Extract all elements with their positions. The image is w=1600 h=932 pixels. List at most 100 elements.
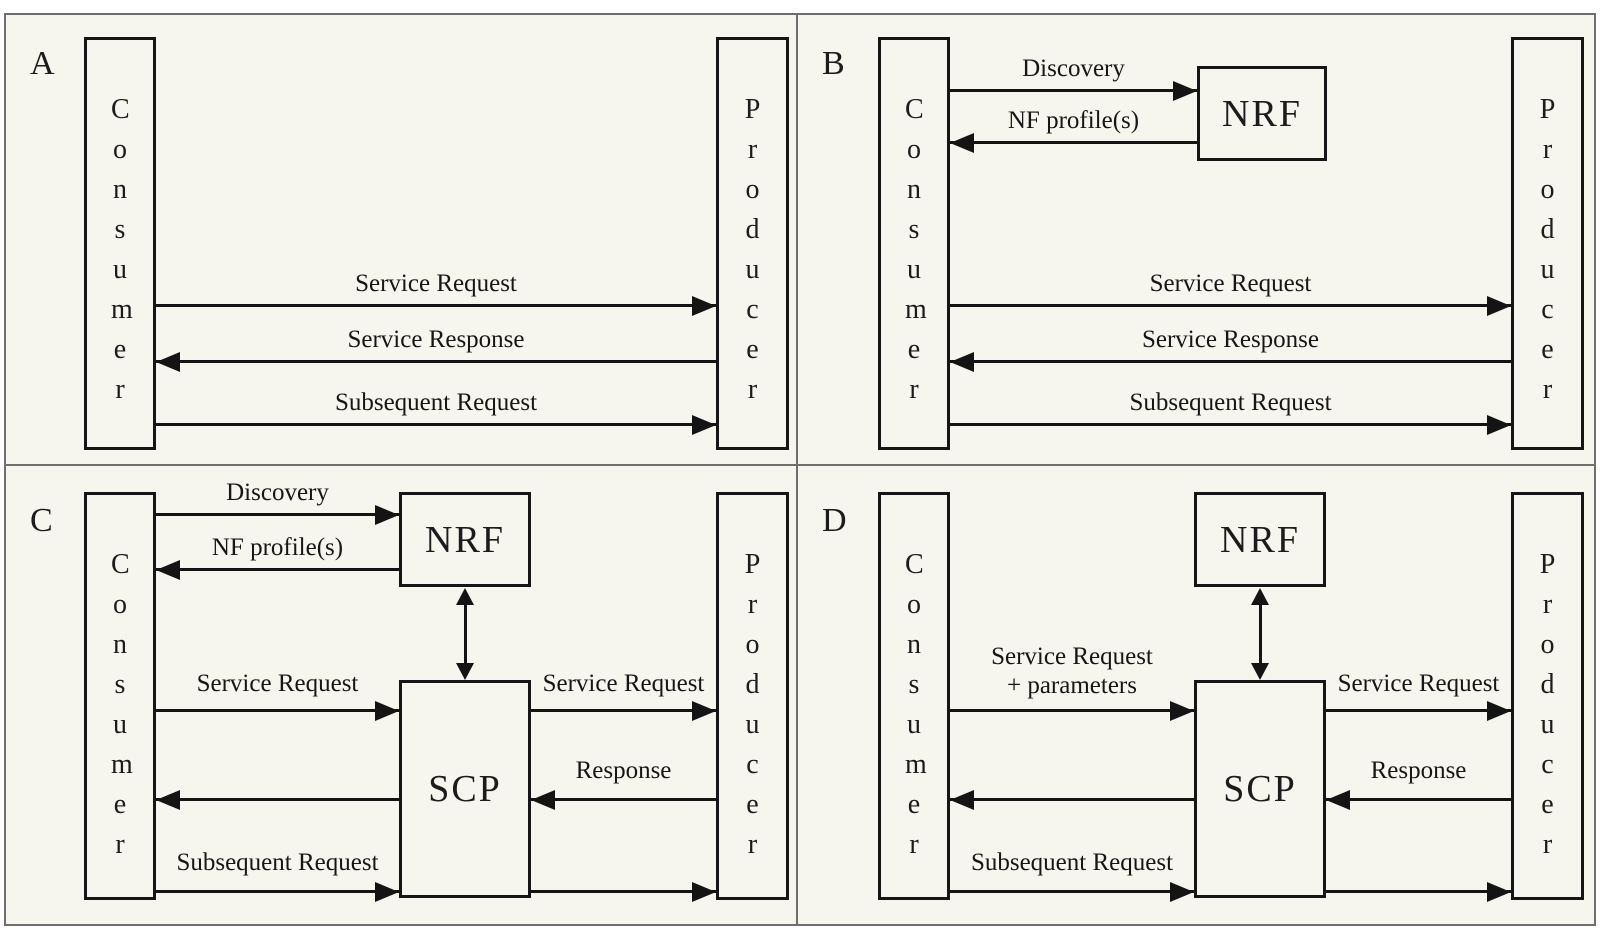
panel-a-producer-box: Producer [716,37,789,450]
panel-d-scp-label: SCP [1223,768,1297,810]
panel-d-service-request-to-producer-arrowhead-icon [1487,701,1511,721]
panel-d-response-scp-to-consumer-line [950,798,1194,801]
panel-b-service-request-label: Service Request [1149,270,1312,297]
panel-b-label: B [822,45,845,82]
panel-a-service-response-line [156,360,716,363]
panel-c-producer-box: Producer [716,492,789,900]
panel-a-service-response-label: Service Response [347,326,525,353]
panel-b-consumer-label: Consumer [905,94,927,405]
panel-c: C Consumer Producer NRF SCP Discovery NF… [4,464,798,926]
panel-c-subsequent-request-to-producer-line [531,890,716,893]
panel-a-subsequent-request-arrowhead-icon [692,415,716,435]
panel-b-nrf-box: NRF [1197,66,1327,161]
panel-d: D Consumer Producer NRF SCP Service Requ… [796,464,1596,926]
panel-c-nrf-label: NRF [425,518,505,561]
panel-b-consumer-box: Consumer [878,37,950,450]
panel-d-subsequent-request-to-producer-line [1326,890,1511,893]
panel-c-response-producer-to-scp-line [531,798,716,801]
panel-c-service-request-to-producer-arrowhead-icon [692,701,716,721]
panel-a-subsequent-request-line [156,423,716,426]
panel-a: A Consumer Producer Service Request Serv… [4,13,798,466]
panel-c-discovery-arrowhead-icon [375,505,399,525]
panel-c-service-request-to-scp-line [156,709,399,712]
panel-a-subsequent-request-label: Subsequent Request [334,389,538,416]
panel-d-service-request-params-arrowhead-icon [1170,701,1194,721]
panel-c-scp-box: SCP [399,680,531,898]
panel-a-service-request-line [156,304,716,307]
panel-d-nrf-box: NRF [1194,492,1326,587]
panel-d-response-producer-to-scp-arrowhead-icon [1326,790,1350,810]
panel-c-consumer-label: Consumer [111,549,133,860]
panel-d-consumer-label: Consumer [905,549,927,860]
panel-c-nrf-box: NRF [399,492,531,587]
panel-c-nrf-scp-arrow-down-icon [456,663,474,680]
panel-d-scp-box: SCP [1194,680,1326,898]
panel-d-nrf-scp-arrow-down-icon [1251,663,1269,680]
panel-d-consumer-box: Consumer [878,492,950,900]
panel-c-service-request-to-producer-label: Service Request [542,670,705,697]
panel-b-service-response-label: Service Response [1141,326,1320,353]
panel-d-service-request-to-producer-line [1326,709,1511,712]
panel-a-service-request-arrowhead-icon [692,296,716,316]
panel-d-subsequent-request-to-scp-arrowhead-icon [1170,882,1194,902]
panel-c-service-request-to-scp-label: Service Request [196,670,359,697]
panel-d-response-label: Response [1370,757,1467,784]
panel-b-discovery-arrowhead-icon [1173,81,1197,101]
panel-c-consumer-box: Consumer [84,492,156,900]
panel-b-service-request-line [950,304,1511,307]
panel-a-consumer-box: Consumer [84,37,156,450]
panel-d-producer-box: Producer [1511,492,1584,900]
panel-b-service-response-line [950,360,1511,363]
panel-a-producer-label: Producer [744,94,761,405]
panel-d-subsequent-request-label: Subsequent Request [970,849,1174,876]
panel-d-service-request-to-producer-label: Service Request [1337,670,1500,697]
panel-c-discovery-line [156,513,399,516]
panel-c-nrf-scp-line [464,602,467,666]
panel-b-discovery-label: Discovery [1022,55,1125,82]
panel-d-nrf-scp-arrow-up-icon [1251,588,1269,605]
panel-b-producer-box: Producer [1511,37,1584,450]
panel-c-response-scp-to-consumer-line [156,798,399,801]
panel-b: B Consumer Producer NRF Discovery NF pro… [796,13,1596,466]
panel-c-service-request-to-scp-arrowhead-icon [375,701,399,721]
panel-b-nf-profiles-label: NF profile(s) [1007,107,1140,134]
panel-a-label: A [30,45,55,82]
panel-d-response-scp-to-consumer-arrowhead-icon [950,790,974,810]
panel-c-label: C [30,502,53,539]
panel-d-response-producer-to-scp-line [1326,798,1511,801]
panel-b-subsequent-request-line [950,423,1511,426]
panel-c-subsequent-request-label: Subsequent Request [176,849,379,876]
panel-a-consumer-label: Consumer [111,94,133,405]
panel-c-subsequent-request-to-producer-arrowhead-icon [692,882,716,902]
panel-d-subsequent-request-to-producer-arrowhead-icon [1487,882,1511,902]
panel-d-nrf-scp-line [1259,602,1262,666]
panel-b-subsequent-request-arrowhead-icon [1487,415,1511,435]
panel-b-nrf-label: NRF [1222,92,1302,135]
panel-c-scp-label: SCP [428,768,502,810]
panel-b-subsequent-request-label: Subsequent Request [1129,389,1332,416]
panel-c-discovery-label: Discovery [226,479,329,506]
panel-d-label: D [822,502,847,539]
panel-b-service-request-arrowhead-icon [1487,296,1511,316]
panel-c-response-producer-to-scp-arrowhead-icon [531,790,555,810]
panel-d-service-request-params-label-line2: + parameters [1006,672,1137,699]
panel-c-subsequent-request-to-scp-arrowhead-icon [375,882,399,902]
panel-a-service-response-arrowhead-icon [156,352,180,372]
panel-c-response-scp-to-consumer-arrowhead-icon [156,790,180,810]
panel-b-nf-profiles-arrowhead-icon [950,133,974,153]
panel-b-discovery-line [950,89,1197,92]
panel-c-service-request-to-producer-line [531,709,716,712]
panel-c-nf-profiles-line [156,568,399,571]
panel-d-nrf-label: NRF [1220,518,1300,561]
panel-b-nf-profiles-line [950,141,1197,144]
panel-c-nrf-scp-arrow-up-icon [456,588,474,605]
panel-c-subsequent-request-to-scp-line [156,890,399,893]
panel-b-producer-label: Producer [1539,94,1556,405]
panel-d-service-request-params-line [950,709,1194,712]
panel-c-nf-profiles-arrowhead-icon [156,560,180,580]
panel-c-producer-label: Producer [744,549,761,860]
panel-a-service-request-label: Service Request [355,270,517,297]
panel-d-subsequent-request-to-scp-line [950,890,1194,893]
panel-b-service-response-arrowhead-icon [950,352,974,372]
